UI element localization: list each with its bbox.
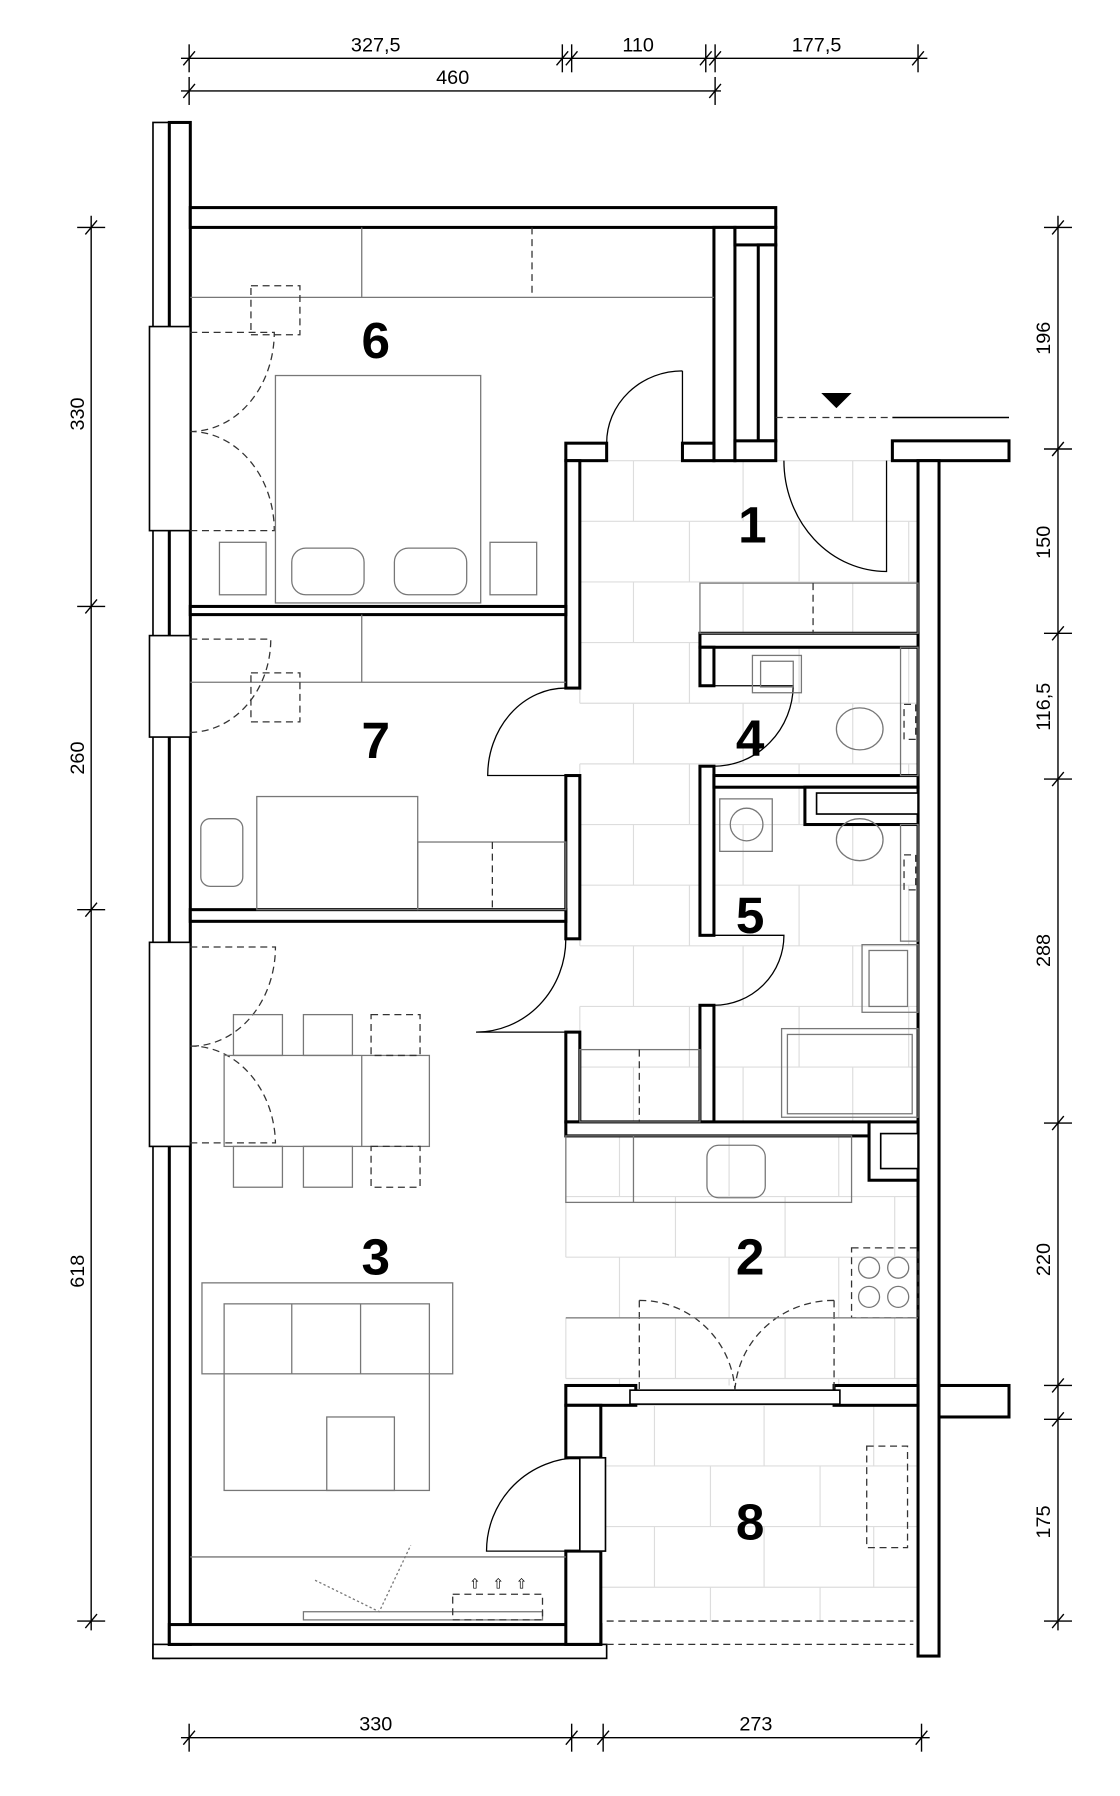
dim-bottom-1: 330 [359,1714,392,1736]
dimension-tick [1051,219,1065,235]
dimension-tick [84,219,98,235]
dimension-tick [596,1730,610,1746]
room-label-7: 7 [361,712,390,769]
dim-top-2: 110 [622,34,654,56]
up-arrow-icon: ⇧ [516,1576,528,1592]
dim-right-5: 220 [1033,1243,1055,1276]
room-label-8: 8 [736,1493,765,1550]
dimension-lines [77,44,1072,1752]
dimension-tick [1051,625,1065,641]
dim-left-1: 330 [67,397,89,430]
dim-bottom-2: 273 [739,1714,772,1736]
dimension-tick [84,902,98,918]
entrance-arrow-icon [821,393,852,409]
dim-right-6: 175 [1033,1505,1055,1538]
walls [152,120,1011,1660]
dimension-tick [1051,1115,1065,1131]
dimension-tick [1051,771,1065,787]
dimension-tick [84,1613,98,1629]
dimension-tick [915,1730,928,1746]
dimension-tick [911,50,925,66]
dimension-tick [555,50,569,66]
dim-right-4: 288 [1033,934,1055,967]
dimension-tick [708,83,722,99]
dimension-tick [182,50,196,66]
room-label-2: 2 [736,1229,765,1286]
dimension-tick [1051,1378,1065,1393]
dimension-tick [84,598,98,614]
dim-left-2: 260 [67,742,89,775]
dimension-tick [708,50,722,66]
dim-left-3: 618 [67,1255,89,1288]
dimension-tick [565,50,579,66]
dimension-tick [565,1730,579,1746]
dim-right-2: 150 [1033,526,1055,559]
furniture: ⇧ ⇧ ⇧ [190,227,919,1646]
room-label-3: 3 [361,1229,390,1286]
room-label-4: 4 [736,710,765,767]
dim-right-3: 116,5 [1033,683,1055,731]
dim-top-3: 177,5 [792,34,842,56]
up-arrow-icon: ⇧ [469,1576,481,1592]
dimension-tick [1051,1411,1065,1427]
dimension-tick [1051,441,1065,457]
dim-right-1: 196 [1033,322,1055,355]
door-swings [190,331,888,1552]
up-arrow-icon: ⇧ [492,1576,504,1592]
windows [148,325,841,1552]
dim-top-total: 460 [436,67,469,89]
dimension-tick [699,50,713,66]
dim-top-1: 327,5 [351,34,401,56]
dimension-tick [1051,1613,1065,1629]
room-label-1: 1 [738,496,767,553]
dimension-tick [182,83,196,99]
room-label-6: 6 [361,312,390,369]
dimension-tick [182,1730,196,1746]
room-label-5: 5 [736,887,765,944]
